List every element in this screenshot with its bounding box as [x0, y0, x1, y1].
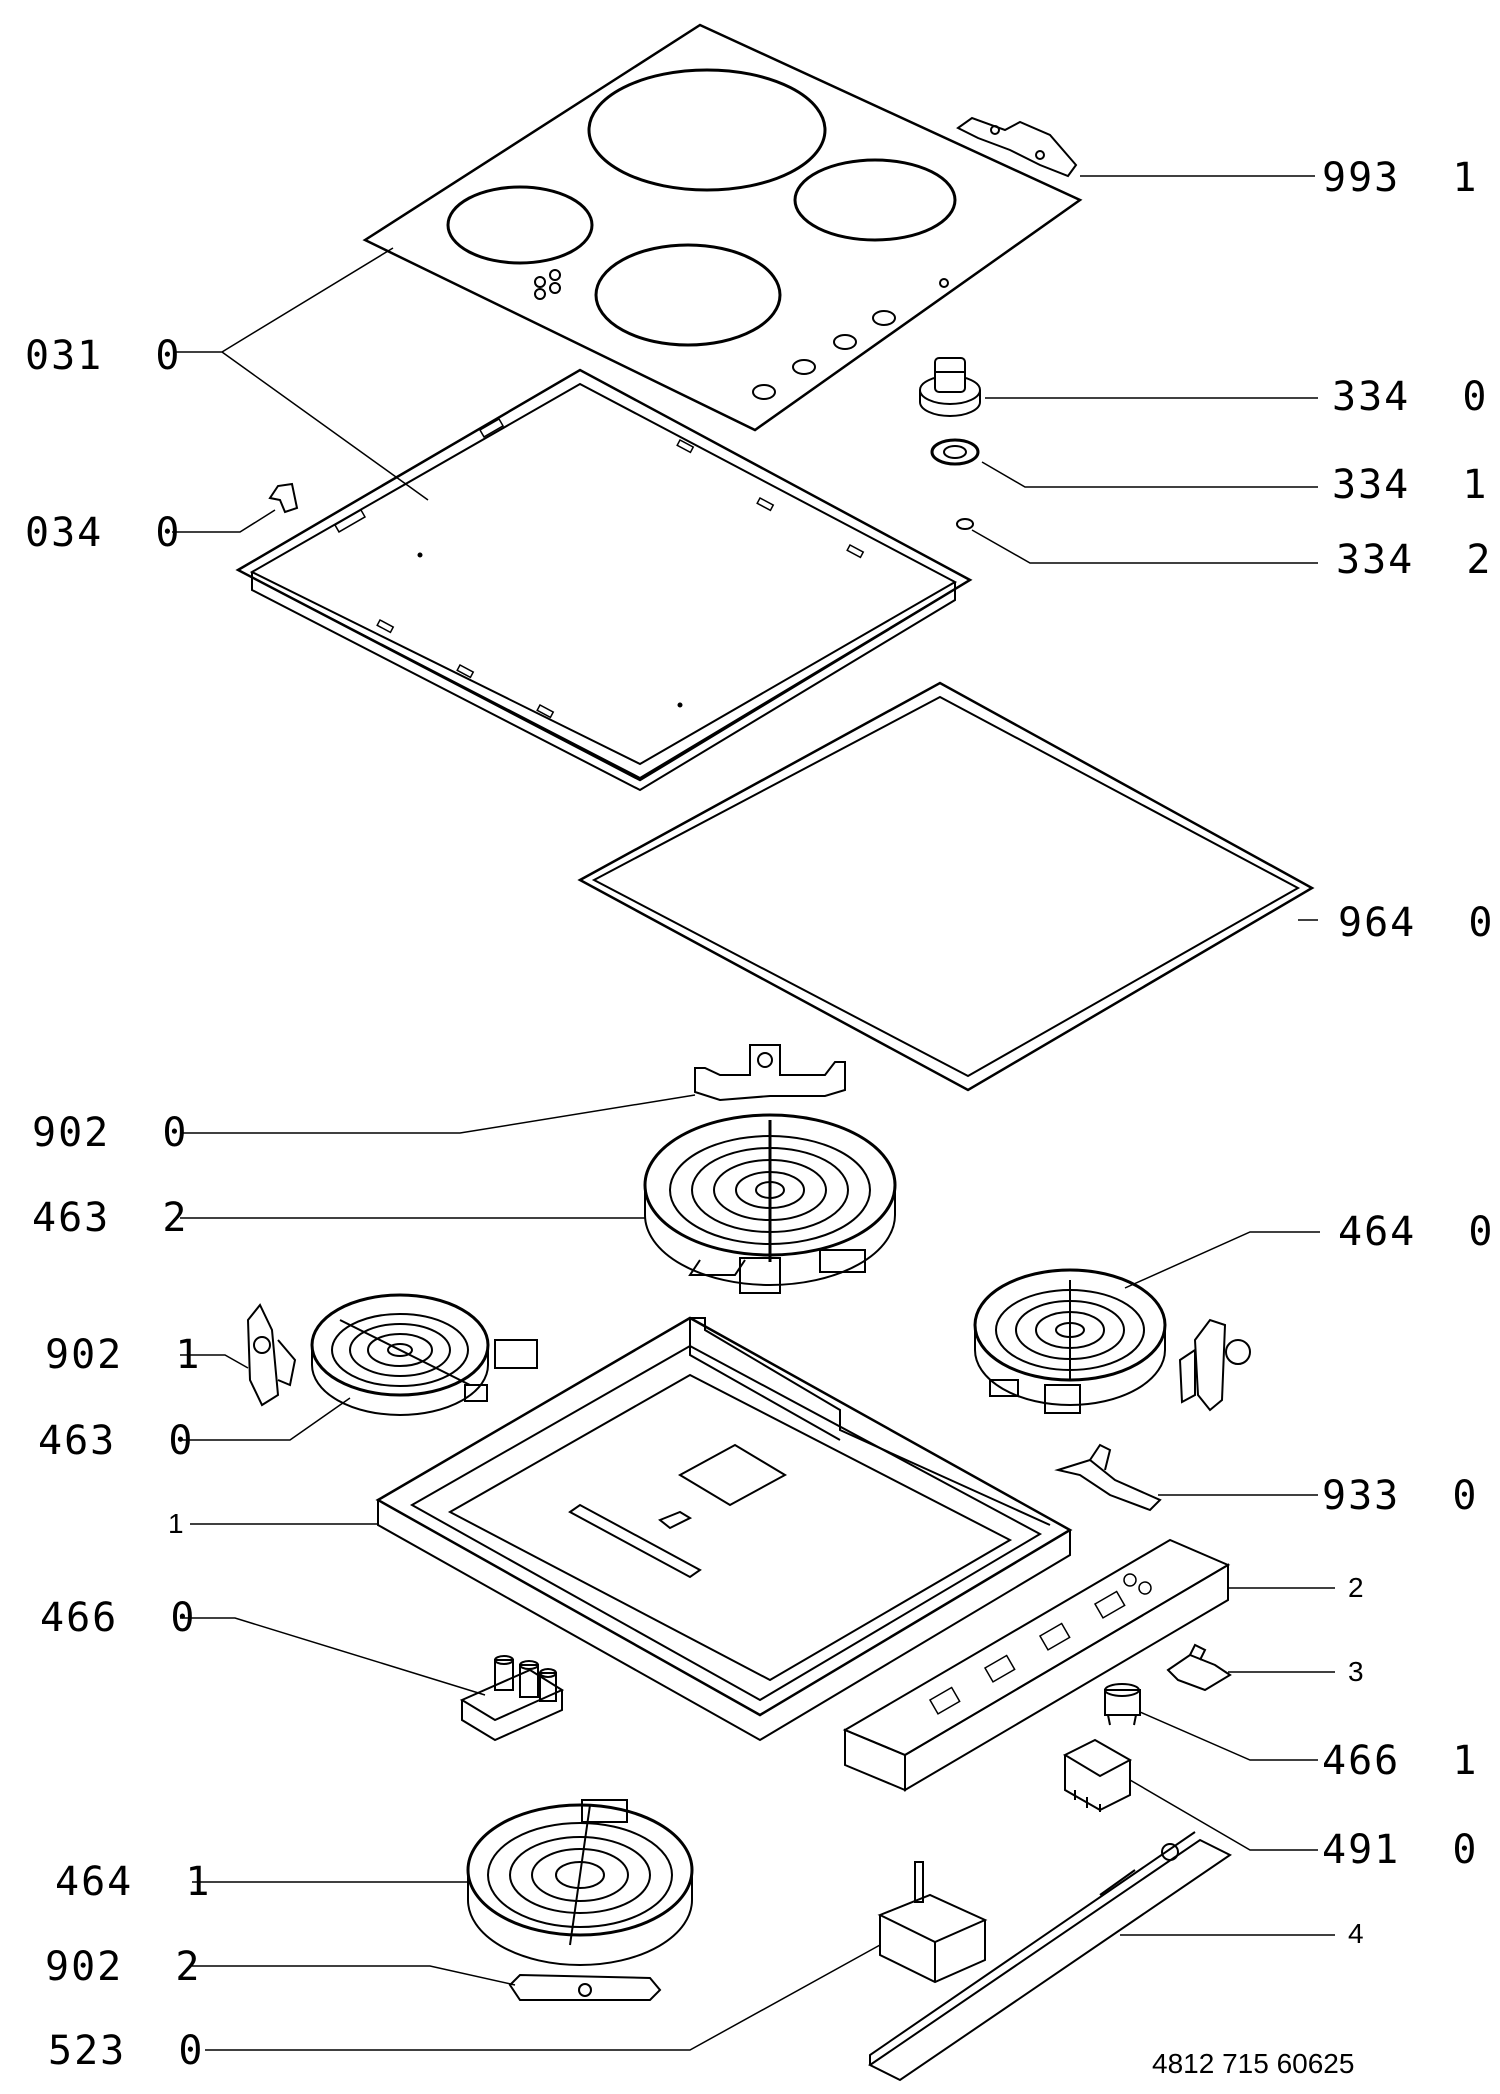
- knob-washer-part: [956, 518, 974, 530]
- control-panel-housing: [842, 1538, 1231, 1792]
- part-label-334-0: 334 0: [1332, 374, 1489, 420]
- part-label-463-2: 463 2: [32, 1195, 189, 1241]
- left-radiant-heater: [310, 1293, 538, 1416]
- right-radiant-heater: [973, 1268, 1167, 1414]
- part-label-464-0: 464 0: [1338, 1209, 1495, 1255]
- part-label-334-1: 334 1: [1332, 462, 1489, 508]
- switch-part-3: [1166, 1643, 1232, 1692]
- part-label-034-0: 034 0: [25, 510, 182, 556]
- gasket-seal-part: [577, 681, 1315, 1092]
- hinge-bracket-part: [956, 116, 1078, 178]
- part-label-523-0: 523 0: [48, 2028, 205, 2074]
- document-number: 4812 715 60625: [1152, 2048, 1355, 2079]
- part-label-902-2: 902 2: [45, 1944, 202, 1990]
- leader-lines: [172, 175, 1335, 2051]
- small-switch-part: [1104, 1683, 1141, 1726]
- bottom-radiant-heater: [466, 1799, 694, 1966]
- part-label-334-2: 334 2: [1336, 537, 1493, 583]
- part-label-031-0: 031 0: [25, 333, 182, 379]
- part-label-902-1: 902 1: [45, 1332, 202, 1378]
- top-burner-bracket: [694, 1044, 846, 1102]
- left-burner-bracket: [246, 1303, 297, 1407]
- part-label-1: 1: [168, 1508, 184, 1539]
- part-label-463-0: 463 0: [38, 1418, 195, 1464]
- part-label-466-1: 466 1: [1322, 1738, 1479, 1784]
- part-label-491-0: 491 0: [1322, 1827, 1479, 1873]
- part-label-4: 4: [1348, 1918, 1364, 1949]
- energy-regulator-part: [877, 1861, 988, 1984]
- part-label-2: 2: [1348, 1572, 1364, 1603]
- part-label-964-0: 964 0: [1338, 900, 1495, 946]
- part-label-933-0: 933 0: [1322, 1473, 1479, 1519]
- terminal-block-part: [1062, 1738, 1133, 1812]
- large-radiant-heater: [643, 1113, 897, 1294]
- base-tray-part: [375, 1316, 1073, 1742]
- knob-ring-part: [930, 438, 980, 466]
- part-label-466-0: 466 0: [40, 1595, 197, 1641]
- cooktop-frame: [235, 368, 973, 792]
- frame-clip-part: [268, 482, 299, 514]
- cover-strip-part: [868, 1831, 1232, 2082]
- part-label-902-0: 902 0: [32, 1110, 189, 1156]
- glass-cooktop-top: [362, 23, 1083, 432]
- capacitor-block-part: [459, 1655, 565, 1742]
- part-label-464-1: 464 1: [55, 1859, 212, 1905]
- sensor-bracket-part: [1054, 1443, 1162, 1512]
- part-label-3: 3: [1348, 1656, 1364, 1687]
- part-label-993-1: 993 1: [1322, 155, 1479, 201]
- bottom-burner-bracket: [508, 1973, 662, 2001]
- right-burner-bracket: [1178, 1318, 1251, 1412]
- control-knob-part: [919, 357, 981, 417]
